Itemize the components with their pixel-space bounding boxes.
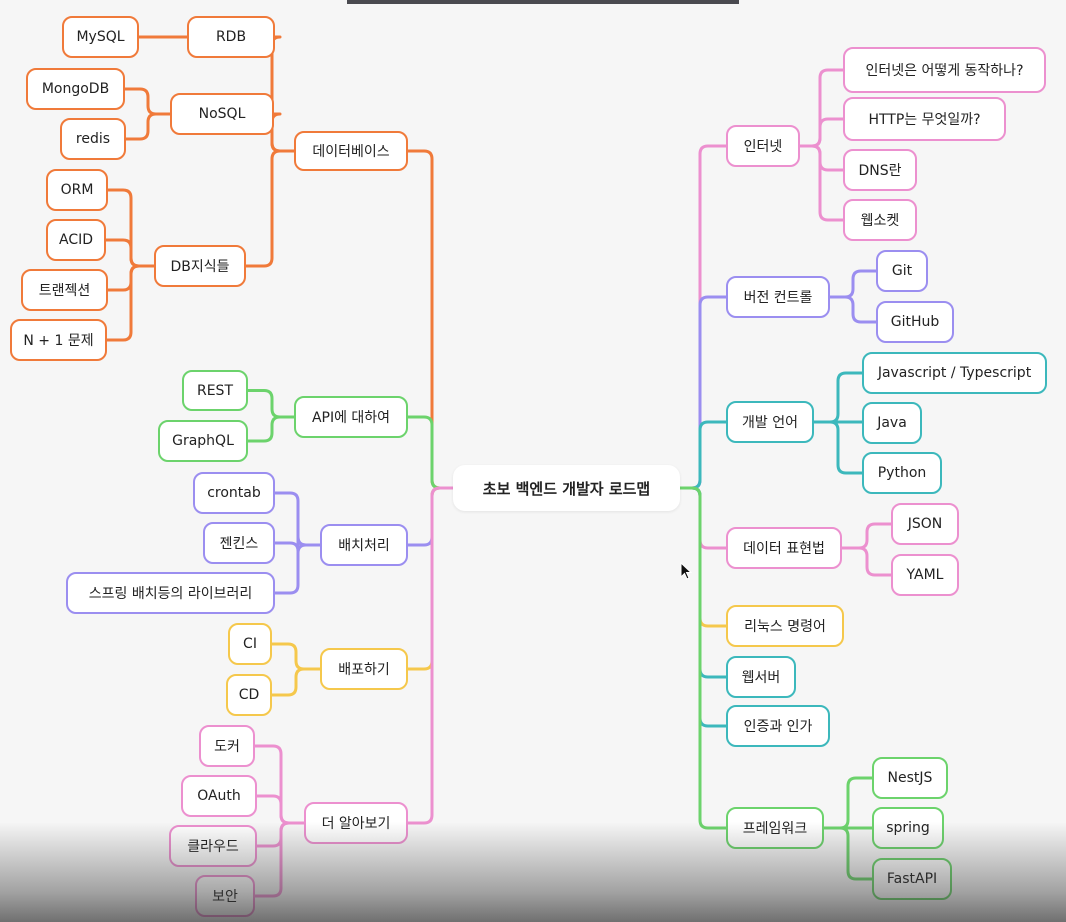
node-rdb[interactable]: RDB xyxy=(187,16,275,58)
node-orm[interactable]: ORM xyxy=(46,169,108,211)
node-more[interactable]: 더 알아보기 xyxy=(304,802,408,844)
node-crontab[interactable]: crontab xyxy=(193,472,275,514)
node-dbknowledge[interactable]: DB지식들 xyxy=(154,245,246,287)
edge-more-security xyxy=(255,821,304,898)
node-java[interactable]: Java xyxy=(862,402,922,444)
node-http[interactable]: HTTP는 무엇일까? xyxy=(843,97,1006,141)
node-ci[interactable]: CI xyxy=(228,623,272,665)
edge-lang-jsts xyxy=(814,371,862,424)
node-auth[interactable]: 인증과 인가 xyxy=(726,705,830,747)
edge-dataformat-yaml xyxy=(842,546,891,577)
node-jsts[interactable]: Javascript / Typescript xyxy=(862,352,1047,394)
mouse-cursor-icon xyxy=(680,562,692,580)
edge-database-nosql xyxy=(270,112,294,153)
edge-vcs-git xyxy=(830,269,876,299)
root-topic[interactable]: 초보 백엔드 개발자 로드맵 xyxy=(453,465,680,511)
edge-more-oauth xyxy=(257,794,304,825)
node-github[interactable]: GitHub xyxy=(876,301,954,343)
node-mysql[interactable]: MySQL xyxy=(62,16,139,58)
edge-database-dbknowledge xyxy=(246,149,294,268)
node-dataformat[interactable]: 데이터 표현법 xyxy=(726,527,842,569)
edge-dataformat-json xyxy=(842,522,891,550)
node-spring[interactable]: spring xyxy=(872,807,944,849)
node-springbatch[interactable]: 스프링 배치등의 라이브러리 xyxy=(66,572,275,614)
node-webserver[interactable]: 웹서버 xyxy=(726,656,796,698)
node-cd[interactable]: CD xyxy=(226,674,272,716)
node-json[interactable]: JSON xyxy=(891,503,959,545)
node-internet[interactable]: 인터넷 xyxy=(726,125,800,167)
node-howinternet[interactable]: 인터넷은 어떻게 동작하나? xyxy=(843,47,1046,93)
edge-framework-fastapi xyxy=(824,826,872,881)
node-api[interactable]: API에 대하여 xyxy=(294,396,408,438)
node-fastapi[interactable]: FastAPI xyxy=(872,858,952,900)
edge-dbknowledge-nplus1 xyxy=(107,264,154,342)
node-git[interactable]: Git xyxy=(876,250,928,292)
node-database[interactable]: 데이터베이스 xyxy=(294,131,408,171)
node-transaction[interactable]: 트랜젝션 xyxy=(21,269,108,311)
edge-nosql-mongodb xyxy=(125,87,170,116)
edge-root-dataformat xyxy=(680,486,726,550)
node-docker[interactable]: 도커 xyxy=(199,725,255,767)
edge-dbknowledge-acid xyxy=(106,238,154,268)
edge-root-lang xyxy=(680,420,726,490)
node-rest[interactable]: REST xyxy=(182,370,248,411)
edge-deploy-cd xyxy=(272,667,320,697)
node-yaml[interactable]: YAML xyxy=(891,554,959,596)
node-oauth[interactable]: OAuth xyxy=(181,775,257,817)
node-jenkins[interactable]: 젠킨스 xyxy=(203,522,275,564)
node-nosql[interactable]: NoSQL xyxy=(170,93,274,135)
edge-deploy-ci xyxy=(272,642,320,671)
edge-lang-python xyxy=(814,420,862,475)
edge-root-internet xyxy=(680,144,726,490)
edge-root-vcs xyxy=(680,295,726,490)
node-mongodb[interactable]: MongoDB xyxy=(26,68,125,110)
edge-database-rdb xyxy=(270,35,294,153)
node-nestjs[interactable]: NestJS xyxy=(872,757,948,799)
node-dns[interactable]: DNS란 xyxy=(843,149,917,191)
node-framework[interactable]: 프레임워크 xyxy=(726,807,824,849)
edge-internet-http xyxy=(800,117,843,148)
edge-root-api xyxy=(408,415,453,490)
node-deploy[interactable]: 배포하기 xyxy=(320,648,408,690)
edge-api-rest xyxy=(248,389,294,419)
node-websocket[interactable]: 웹소켓 xyxy=(843,199,917,241)
edge-internet-websocket xyxy=(800,144,843,222)
node-batch[interactable]: 배치처리 xyxy=(320,524,408,566)
edge-api-graphql xyxy=(248,415,294,443)
edge-root-framework xyxy=(680,486,726,830)
node-graphql[interactable]: GraphQL xyxy=(158,420,248,462)
edge-nosql-redis xyxy=(126,112,170,141)
node-cloud[interactable]: 클라우드 xyxy=(169,825,257,867)
edge-root-auth xyxy=(680,486,726,728)
node-security[interactable]: 보안 xyxy=(195,875,255,917)
edge-framework-nestjs xyxy=(824,776,872,830)
edge-root-linux xyxy=(680,486,726,628)
edge-root-webserver xyxy=(680,486,726,679)
top-bar xyxy=(347,0,739,4)
node-vcs[interactable]: 버전 컨트롤 xyxy=(726,276,830,318)
node-redis[interactable]: redis xyxy=(60,118,126,160)
edge-root-more xyxy=(408,486,453,825)
edge-vcs-github xyxy=(830,295,876,324)
node-acid[interactable]: ACID xyxy=(46,219,106,261)
node-nplus1[interactable]: N + 1 문제 xyxy=(10,319,107,361)
node-python[interactable]: Python xyxy=(862,452,942,494)
edge-batch-springbatch xyxy=(275,543,320,595)
node-linux[interactable]: 리눅스 명령어 xyxy=(726,605,844,647)
node-lang[interactable]: 개발 언어 xyxy=(726,401,814,443)
